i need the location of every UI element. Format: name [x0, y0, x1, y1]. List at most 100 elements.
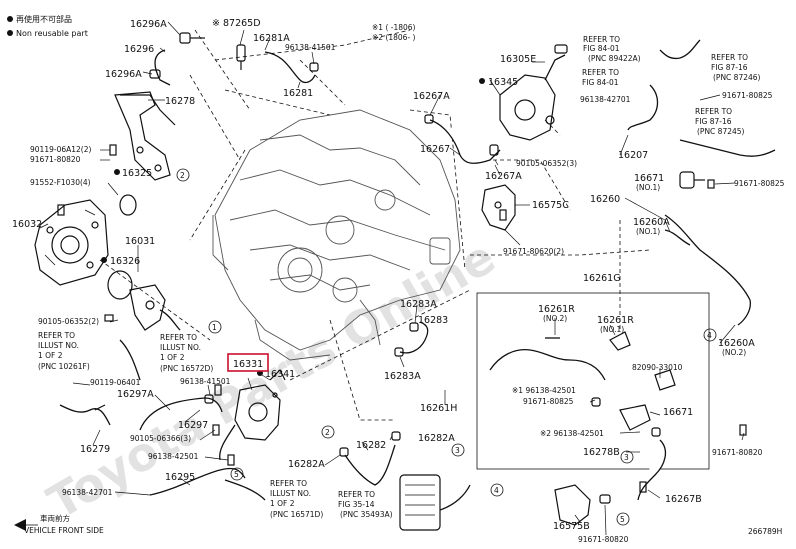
label-87265d: ※ 87265D	[212, 18, 261, 29]
ref-fig84-01-b-1: REFER TO	[582, 68, 619, 77]
bracket-16278	[114, 91, 171, 181]
label-96138-42701: 96138-42701	[62, 488, 113, 497]
ref-illust-3-4: (PNC 16571D)	[270, 510, 323, 519]
label-16297a: 16297A	[117, 389, 154, 400]
label-90105-06352-2: 90105-06352(2)	[38, 317, 99, 326]
legend-range-2: ※2 (1806- )	[372, 33, 416, 42]
label-16281a: 16281A	[253, 33, 290, 44]
callouts: 2 1 5 2 3 4 4 3 5	[176, 168, 717, 526]
front-side-jp: 車両前方	[40, 513, 70, 523]
diagram-id: 266789H	[748, 527, 782, 536]
label-91671-80825-c: 91671-80825	[523, 397, 574, 406]
outlet-16305e	[499, 44, 568, 141]
label-16207: 16207	[618, 150, 648, 161]
ref-illust-1-2: ILLUST NO.	[38, 341, 79, 350]
ref-illust-3-3: 1 OF 2	[270, 499, 295, 508]
pipe-16261	[489, 331, 676, 501]
label-16671-b: 16671	[663, 407, 693, 418]
label-no2: (NO.2)	[722, 348, 746, 357]
hose-16267	[424, 114, 501, 164]
bracket-16575c	[481, 184, 516, 231]
ref-illust-2-3: 1 OF 2	[160, 353, 185, 362]
outlet-16031	[107, 270, 181, 331]
label-91552: 91552-F1030(4)	[30, 178, 91, 187]
ref-fig35-14-2: FIG 35-14	[338, 500, 375, 509]
label-16283a-top: 16283A	[400, 299, 437, 310]
hose-16282	[339, 431, 401, 486]
ref-fig87-16-a-2: FIG 87-16	[711, 63, 748, 72]
label-91671-80820-a: 91671-80820	[30, 155, 81, 164]
label-16305e: 16305E	[500, 54, 536, 65]
callout-4-b: 4	[707, 331, 712, 340]
label-16671-no1: 16671	[634, 173, 664, 184]
part-labels: 16296A 16296 16296A 16278 ※ 87265D 16281…	[12, 18, 785, 544]
label-16261r-a: 16261R	[538, 304, 575, 315]
ref-illust-1-3: 1 OF 2	[38, 351, 63, 360]
label-91671-80825-b: 91671-80825	[722, 91, 773, 100]
label-16278b: 16278B	[583, 447, 620, 458]
ref-illust-3-1: REFER TO	[270, 479, 307, 488]
label-16575b: 16575B	[553, 521, 590, 532]
label-16296a-mid: 16296A	[105, 69, 142, 80]
ref-illust-1-4: (PNC 10261F)	[38, 362, 90, 371]
pipe-left	[119, 339, 141, 381]
ref-illust-2-4: (PNC 16572D)	[160, 364, 213, 373]
label-16326: 16326	[110, 256, 140, 267]
label-96138-42501-a: 96138-42501	[148, 452, 199, 461]
hose-16279	[59, 404, 111, 426]
hose-16260	[664, 171, 751, 326]
highlight-16331[interactable]: 16331	[227, 353, 269, 372]
ref-fig87-16-a-3: (PNC 87246)	[713, 73, 761, 82]
ref-illust-2-1: REFER TO	[160, 333, 197, 342]
legend: 再使用不可部品 Non reusable part ※1 ( -1806) ※2…	[16, 14, 416, 42]
label-16331[interactable]: 16331	[233, 359, 263, 370]
ref-fig35-14-1: REFER TO	[338, 490, 375, 499]
label-16325: 16325	[122, 168, 152, 179]
water-pump-16032	[34, 199, 109, 286]
ref-fig87-16-b-1: REFER TO	[695, 107, 732, 116]
label-91671-80820-b: 91671-80820	[712, 448, 763, 457]
label-16283: 16283	[418, 315, 448, 326]
hose-16207	[627, 39, 776, 157]
callout-2-a: 2	[180, 171, 185, 180]
label-no2b: (NO.2)	[543, 314, 567, 323]
hose-16295	[149, 467, 266, 501]
label-16279: 16279	[80, 444, 110, 455]
ref-illust-3-2: ILLUST NO.	[270, 489, 311, 498]
reference-labels: REFER TO FIG 84-01 (PNC 89422A) REFER TO…	[38, 35, 761, 519]
box-16261g	[476, 292, 710, 470]
label-16281: 16281	[283, 88, 313, 99]
ref-fig84-01-b-2: FIG 84-01	[582, 78, 619, 87]
callout-2-b: 2	[325, 428, 330, 437]
thermostat-16331	[219, 368, 286, 461]
label-16261h: 16261H	[420, 403, 457, 414]
label-96138-42701-r: 96138-42701	[580, 95, 631, 104]
label-91671-80620: 91671-80620(2)	[503, 247, 564, 256]
label-no1b: (NO.1)	[636, 227, 660, 236]
callout-4-a: 4	[494, 486, 499, 495]
label-16267a-top: 16267A	[413, 91, 450, 102]
label-16341: 16341	[265, 369, 295, 380]
callout-5-b: 5	[620, 515, 625, 524]
leader-lines	[39, 21, 745, 536]
label-16267b: 16267B	[665, 494, 702, 505]
ref-fig84-01-a-1: REFER TO	[583, 35, 620, 44]
label-91671-80825-a: 91671-80825	[734, 179, 785, 188]
ref-fig84-01-a-2: FIG 84-01	[583, 44, 620, 53]
label-16278: 16278	[165, 96, 195, 107]
ref-illust-2-2: ILLUST NO.	[160, 343, 201, 352]
label-16297: 16297	[178, 420, 208, 431]
oil-cooler	[399, 474, 471, 531]
legend-no-reuse-en: Non reusable part	[16, 29, 88, 38]
ref-fig35-14-3: (PNC 35493A)	[340, 510, 393, 519]
hose-16283	[394, 321, 429, 357]
label-16261g: 16261G	[583, 273, 621, 284]
label-96138-41501-top: 96138-41501	[285, 43, 336, 52]
ref-illust-1-1: REFER TO	[38, 331, 75, 340]
gasket-16325	[119, 194, 137, 216]
label-16267: 16267	[420, 144, 450, 155]
label-16031: 16031	[125, 236, 155, 247]
label-96138-42501-s2: ※2 96138-42501	[540, 429, 604, 438]
label-16260a-bot: 16260A	[718, 338, 755, 349]
